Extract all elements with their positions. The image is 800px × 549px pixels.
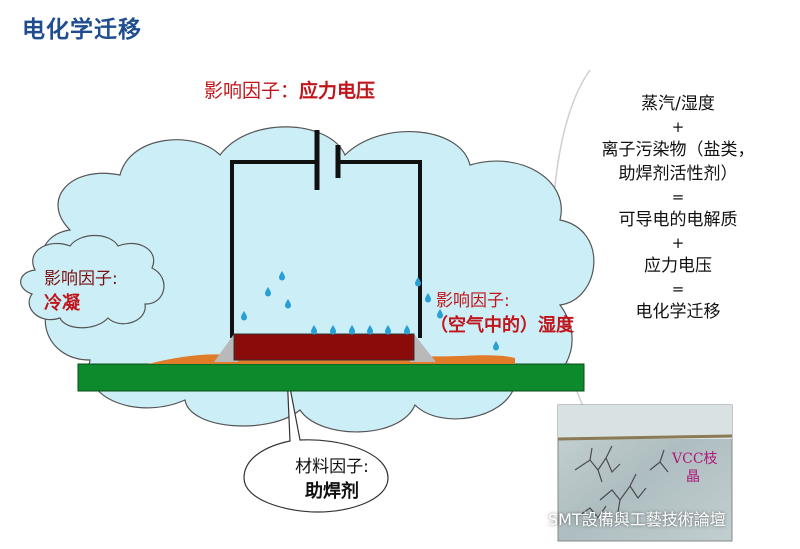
material-factor: 材料因子: 助焊剂 [268, 452, 396, 503]
pcb-board [77, 363, 585, 392]
page-title: 电化学迁移 [22, 17, 142, 43]
material-factor-label: 材料因子: [295, 457, 369, 477]
formula-line-ionic-a: 离子污染物（盐类， [601, 140, 755, 160]
wechat-icon [518, 507, 547, 528]
stress-factor: 影响因子：应力电压 [204, 76, 375, 103]
solder-right [410, 334, 436, 362]
formula-line-vapor: 蒸汽/湿度 [641, 94, 715, 114]
dendrite-photo-label: VCC枝 晶 [672, 450, 718, 486]
component-body [233, 333, 415, 361]
condensation-factor-label: 影响因子: [44, 269, 118, 289]
condensation-factor: 影响因子: 冷凝 [44, 264, 118, 315]
formula-line-voltage: 应力电压 [644, 256, 712, 276]
battery-symbol [314, 130, 341, 190]
dendrite-label-a: VCC枝 [672, 451, 718, 467]
humidity-factor-value: （空气中的）湿度 [430, 315, 574, 336]
watermark: SMT設備與工藝技術論壇 [518, 506, 726, 530]
formula-equals-1: = [671, 188, 685, 206]
humidity-factor: 影响因子: （空气中的）湿度 [430, 286, 574, 337]
stress-factor-value: 应力电压 [299, 80, 376, 102]
dendrite-photo [557, 404, 733, 542]
formula-plus-1: + [671, 118, 685, 136]
material-callout [243, 371, 389, 513]
dendrite-label-b: 晶 [686, 469, 700, 485]
formula-line-ionic-b: 助焊剂活性剂） [618, 164, 738, 184]
stress-factor-label: 影响因子： [204, 80, 300, 102]
formula-line-result: 电化学迁移 [635, 302, 721, 322]
material-factor-value: 助焊剂 [305, 481, 359, 502]
condensation-factor-value: 冷凝 [44, 293, 80, 314]
humidity-factor-label: 影响因子: [436, 291, 510, 311]
formula-line-electrolyte: 可导电的电解质 [618, 210, 738, 230]
voltage-circuit [230, 160, 422, 338]
formula-equals-2: = [671, 280, 685, 298]
solder-left [214, 334, 238, 362]
formula-plus-2: + [671, 234, 685, 252]
condensation-cloud [20, 234, 165, 329]
ecm-formula: 蒸汽/湿度 + 离子污染物（盐类， 助焊剂活性剂） = 可导电的电解质 + 应力… [578, 92, 778, 324]
watermark-text: SMT設備與工藝技術論壇 [548, 510, 726, 529]
